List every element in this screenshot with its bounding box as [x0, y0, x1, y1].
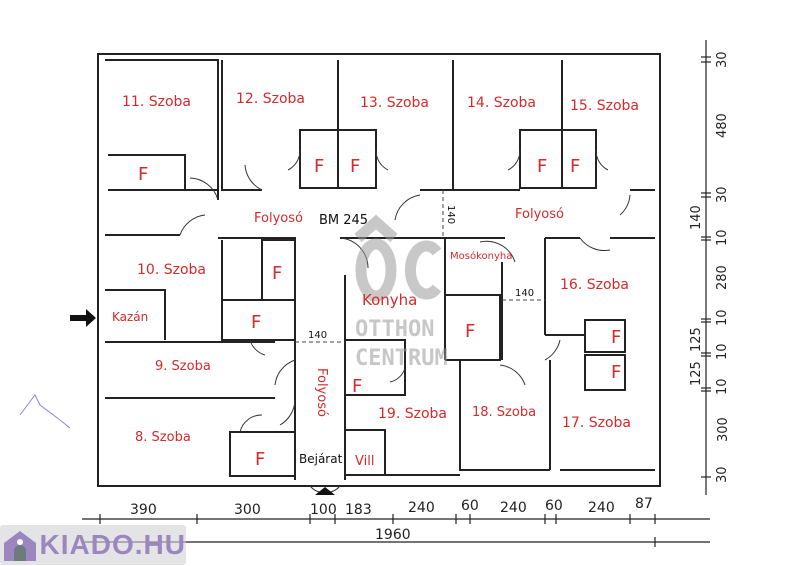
logo-text: KIADO.HU [39, 529, 186, 560]
watermark-line1: OTTHON [355, 317, 434, 342]
f-room-label: F [138, 164, 148, 185]
middle-rooms [340, 237, 551, 480]
f-room-label: F [537, 156, 547, 177]
dim-right: 10 [715, 309, 730, 326]
room-12-label: 12. Szoba [236, 91, 305, 107]
corridor-left-label: Folyosó [254, 211, 303, 226]
bm-label: BM 245 [319, 213, 368, 228]
top-rooms [105, 59, 655, 200]
konyha-label: Konyha [362, 291, 417, 309]
room-16-label: 16. Szoba [560, 277, 629, 293]
f-room-label: F [611, 362, 621, 383]
dim-right-group: 125 [689, 361, 704, 386]
right-rooms [544, 237, 655, 471]
corridor-right-label: Folyosó [515, 207, 564, 222]
dim-right: 480 [715, 113, 730, 138]
dim-right: 280 [715, 265, 730, 290]
inner-dim: 140 [308, 330, 327, 341]
watermark-mark [354, 214, 442, 302]
f-room-label: F [255, 449, 265, 470]
dim-right: 10 [715, 378, 730, 395]
dim-bottom: 87 [635, 496, 653, 512]
dim-bottom: 240 [500, 500, 527, 516]
doors [179, 149, 631, 494]
f-room-label: F [465, 321, 475, 342]
room-10-label: 10. Szoba [137, 262, 206, 278]
entrance-arrow-icon [315, 487, 335, 495]
mosokonyha-label: Mosókonyha [450, 250, 512, 262]
room-13-label: 13. Szoba [360, 95, 429, 111]
room-14-label: 14. Szoba [467, 95, 536, 111]
f-room-label: F [272, 263, 282, 284]
dim-right: 30 [715, 466, 730, 483]
dim-right: 10 [715, 343, 730, 360]
f-room-label: F [570, 156, 580, 177]
room-8-label: 8. Szoba [135, 430, 191, 445]
left-rooms [105, 234, 296, 480]
dim-right: 30 [715, 186, 730, 203]
vill-label: Vill [355, 454, 374, 469]
dim-bottom: 300 [234, 502, 261, 518]
bottom-dimensions: 390 300 100 183 240 60 240 60 240 87 196… [82, 496, 710, 547]
outer-wall [97, 53, 661, 487]
kazan-arrow-icon [70, 309, 96, 327]
room-17-label: 17. Szoba [562, 415, 631, 431]
room-9-label: 9. Szoba [155, 359, 211, 374]
inner-dim: 140 [445, 205, 456, 224]
right-dimensions: 30 480 30 10 280 10 10 10 300 30 140 125… [689, 40, 731, 495]
dim-right-group: 140 [689, 205, 704, 230]
dim-bottom: 60 [461, 498, 479, 514]
dim-right: 10 [715, 229, 730, 246]
dim-bottom: 240 [588, 500, 615, 516]
dim-bottom: 240 [408, 500, 435, 516]
dim-bottom: 183 [345, 502, 372, 518]
f-room-label: F [611, 327, 621, 348]
inner-dim: 140 [515, 288, 534, 299]
f-room-label: F [251, 312, 261, 333]
watermark-line2: CENTRUM [355, 346, 448, 371]
kiado-logo: KIADO.HU [0, 525, 186, 565]
dim-total: 1960 [375, 527, 411, 543]
pen-mark [19, 394, 71, 429]
house-icon [4, 529, 36, 561]
dim-right: 30 [715, 51, 730, 68]
room-19-label: 19. Szoba [378, 406, 447, 422]
dim-right: 300 [716, 417, 731, 442]
room-15-label: 15. Szoba [570, 98, 639, 114]
room-11-label: 11. Szoba [122, 94, 191, 110]
corridor-vertical-label: Folyosó [314, 368, 329, 417]
dim-bottom: 390 [130, 502, 157, 518]
dim-right-group: 125 [689, 327, 704, 352]
dim-bottom: 60 [545, 498, 563, 514]
dim-bottom: 100 [310, 502, 337, 518]
f-room-label: F [352, 376, 362, 397]
kazan-label: Kazán [112, 310, 148, 324]
f-room-label: F [314, 156, 324, 177]
room-18-label: 18. Szoba [472, 405, 536, 420]
f-room-label: F [350, 156, 360, 177]
entrance-label: Bejárat [299, 452, 343, 466]
